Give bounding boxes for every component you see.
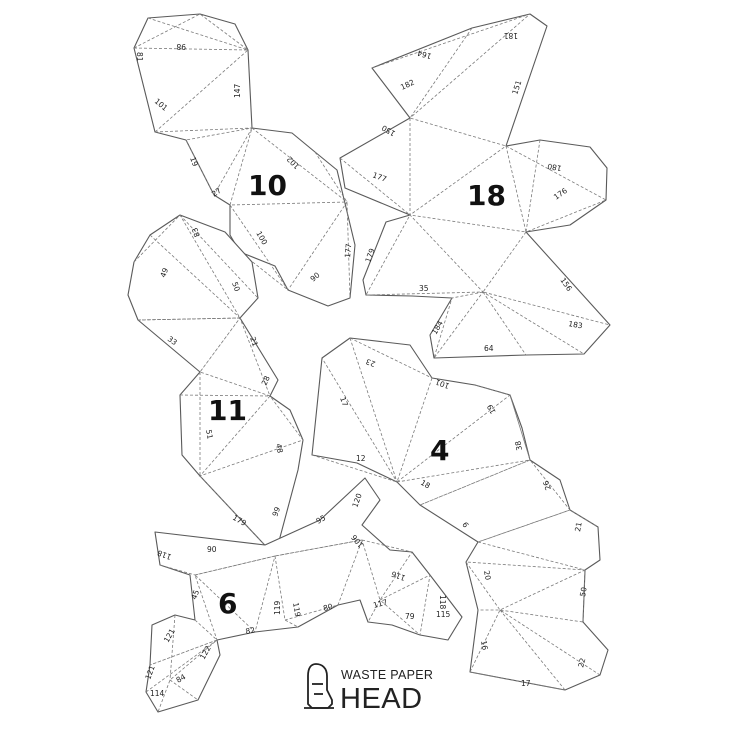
piece-18-tab-label: 151 (510, 79, 523, 96)
piece-18: 18 181 164 182 151 150 177 180 176 179 3… (339, 13, 611, 359)
piece-11-tab-label: 28 (260, 374, 272, 387)
piece-18-tab-label: 183 (568, 319, 584, 330)
piece-11-fold-lines (133, 214, 304, 557)
piece-11-tab-label: 21 (248, 336, 260, 348)
piece-18-tab-label: 180 (546, 162, 562, 173)
piece-18-fold-lines (339, 13, 611, 359)
piece-18-number: 18 (467, 179, 506, 212)
piece-10: 10 98 81 101 147 19 27 102 100 177 90 (133, 13, 356, 307)
piece-6-tab-label: 90 (207, 545, 217, 554)
piece-4-tab-label: 23 (364, 357, 376, 369)
piece-10-tab-label: 147 (233, 83, 242, 98)
piece-6-tab-label: 95 (315, 513, 328, 526)
piece-4: 4 23 17 101 19 12 38 18 26 6 21 20 50 16… (311, 337, 609, 691)
piece-4-tab-label: 22 (576, 657, 587, 669)
piece-10-fold-lines (133, 13, 351, 299)
piece-4-outline (311, 337, 609, 691)
piece-4-tab-label: 21 (573, 521, 584, 532)
piece-4-tab-label: 16 (479, 640, 490, 651)
piece-6-tab-label: 115 (436, 610, 451, 619)
piece-6-tab-label: 45 (189, 588, 201, 600)
piece-10-tab-label: 19 (188, 156, 200, 168)
piece-6-tab-label: 117 (372, 597, 388, 609)
piece-11-tab-label: 50 (230, 281, 242, 293)
piece-4-tab-label: 19 (485, 403, 498, 416)
brand-line-2: HEAD (340, 683, 423, 715)
brand-line-1: WASTE PAPER (341, 668, 433, 682)
brand-logo: WASTE PAPER HEAD (304, 663, 433, 715)
piece-11-number: 11 (208, 394, 247, 427)
piece-11-tab-label: 99 (270, 505, 282, 517)
piece-4-tab-label: 17 (521, 679, 531, 688)
piece-6-tab-label: 114 (150, 689, 165, 698)
piece-4-tab-label: 38 (513, 440, 524, 451)
piece-18-tab-label: 164 (416, 48, 432, 60)
piece-6-tab-label: 79 (405, 612, 415, 621)
piece-18-tab-label: 181 (503, 31, 518, 40)
piece-11-tab-label: 48 (274, 443, 285, 454)
piece-4-tab-label: 18 (419, 478, 432, 491)
piece-6-fold-lines (145, 539, 431, 713)
piece-6-tab-label: 82 (245, 625, 256, 636)
piece-11-tab-label: 49 (158, 266, 170, 278)
piece-10-number: 10 (248, 169, 287, 202)
piece-18-tab-label: 35 (419, 284, 429, 293)
piece-18-tab-label: 64 (484, 344, 494, 353)
piece-4-tab-label: 17 (338, 396, 350, 408)
piece-6-tab-label: 80 (322, 602, 334, 613)
piece-6-number: 6 (218, 587, 237, 620)
piece-6-tab-label: 119 (291, 602, 302, 618)
piece-6-outline (145, 477, 463, 713)
piece-11-outline (127, 214, 304, 557)
piece-6-tab-label: 119 (273, 600, 282, 615)
moai-head-icon (304, 663, 334, 709)
piece-10-tab-label: 98 (176, 42, 186, 51)
piece-11-tab-label: 83 (190, 226, 202, 238)
piece-4-tab-label: 20 (482, 570, 493, 581)
piece-4-tab-label: 6 (460, 521, 470, 530)
piece-18-outline (339, 13, 611, 359)
piece-4-tab-label: 26 (541, 479, 553, 491)
piece-4-tab-label: 50 (578, 586, 589, 597)
piece-4-fold-lines (311, 337, 601, 691)
piece-6: 6 118 90 95 120 106 116 45 119 119 80 11… (143, 477, 463, 713)
piece-11-tab-label: 51 (204, 429, 215, 440)
piece-4-tab-label: 12 (356, 454, 366, 463)
piece-6-tab-label: 84 (175, 672, 188, 685)
piece-4-number: 4 (430, 434, 449, 467)
piece-10-tab-label: 81 (135, 52, 144, 62)
piece-10-tab-label: 177 (343, 243, 353, 258)
piece-6-tab-label: 118 (438, 595, 447, 610)
